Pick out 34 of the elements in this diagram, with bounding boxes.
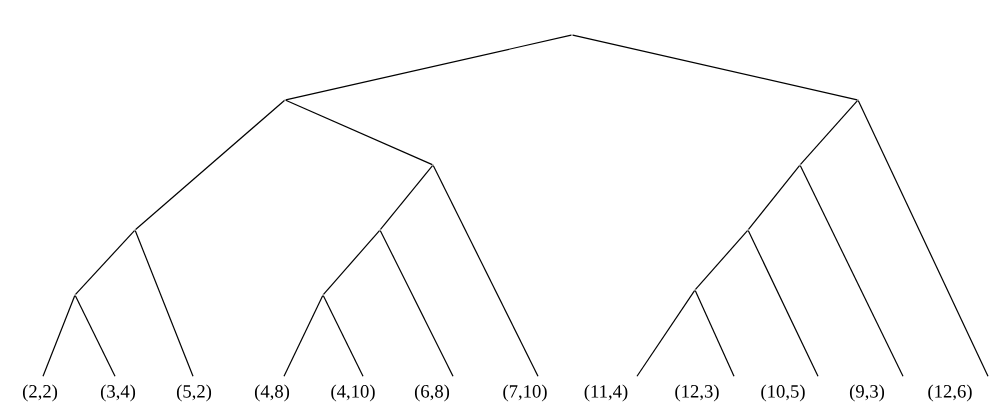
tree-branch <box>799 100 859 165</box>
tree-branch <box>379 230 454 377</box>
tree-branch <box>283 295 324 377</box>
tree-branch <box>636 290 696 377</box>
tree-branch <box>432 165 539 377</box>
tree-branch <box>747 165 801 230</box>
leaf-label: (5,2) <box>176 384 212 402</box>
tree-branch <box>322 295 364 377</box>
leaf-label: (9,3) <box>849 384 885 402</box>
leaf-label: (4,10) <box>331 384 375 402</box>
tree-branch <box>135 99 285 231</box>
tree-branch <box>74 295 116 377</box>
tree-branch <box>572 34 858 101</box>
tree-branch <box>42 295 76 377</box>
leaf-label: (7,10) <box>503 384 547 402</box>
leaf-label: (6,8) <box>414 384 450 402</box>
leaf-label: (2,2) <box>22 384 58 402</box>
leaf-label: (11,4) <box>584 384 628 402</box>
tree-branch <box>747 230 819 377</box>
tree-branch <box>285 99 433 166</box>
leaf-label: (4,8) <box>254 384 290 402</box>
leaf-label: (10,5) <box>761 384 805 402</box>
tree-branch <box>694 230 749 290</box>
tree-branch <box>74 230 136 295</box>
tree-branch <box>322 230 381 295</box>
leaf-label: (3,4) <box>100 384 136 402</box>
leaf-label: (12,6) <box>928 384 972 402</box>
tree-branch <box>799 165 904 377</box>
leaf-label: (12,3) <box>675 384 719 402</box>
tree-branch <box>857 100 989 377</box>
tree-branch <box>134 230 194 377</box>
tree-branch <box>379 165 434 230</box>
tree-branch <box>694 290 735 377</box>
tree-branch <box>285 34 572 101</box>
